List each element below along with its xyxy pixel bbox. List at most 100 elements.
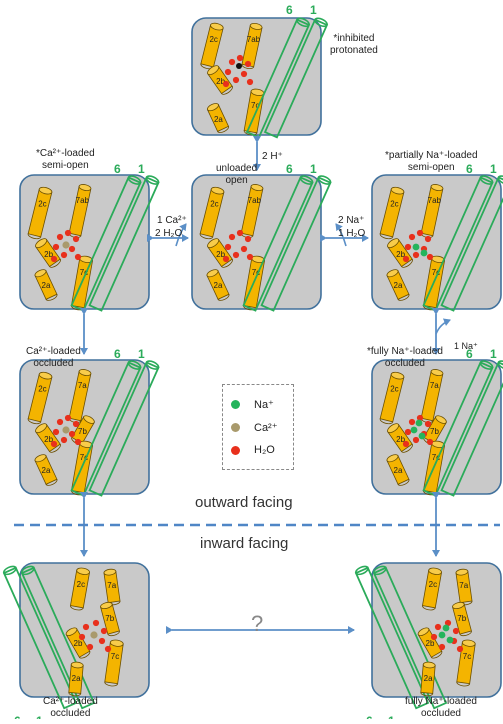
helix-2a-cap	[34, 269, 47, 278]
tm6-label: 6	[114, 162, 121, 176]
helix-2a-base	[397, 479, 410, 486]
helix-7c-label: 7c	[432, 268, 440, 277]
helix-2c-label: 2c	[77, 580, 85, 589]
ca-ion	[62, 426, 70, 434]
helix-7b-label: 7b	[105, 614, 114, 623]
helix-2c: 2c	[422, 567, 442, 611]
helix-2a-base	[420, 692, 434, 697]
helix-7c-label: 7c	[111, 652, 119, 661]
legend-item-na: Na⁺	[231, 397, 274, 411]
helix-7c: 7c	[243, 88, 265, 136]
helix-2b-cap	[65, 627, 78, 637]
helix-7b-cap	[83, 415, 95, 424]
proton	[236, 63, 242, 69]
water-molecule	[56, 418, 64, 426]
water-molecule	[52, 428, 60, 436]
helix-2b-base	[78, 651, 91, 659]
legend-item-water: H₂O	[231, 443, 275, 457]
helix-7ab: 7ab	[240, 184, 264, 238]
helix-2a-cap	[206, 269, 219, 278]
tm6-helix-body	[422, 176, 494, 312]
state-label-unloaded-open: unloaded open	[216, 163, 258, 186]
helix-7c-label: 7c	[432, 453, 440, 462]
tm6-helix	[245, 17, 311, 139]
helix-2a-cap	[34, 454, 47, 463]
tm1-helix	[440, 175, 503, 312]
tm6-label: 6	[466, 347, 473, 361]
section-label-outward: outward facing	[195, 494, 293, 511]
helix-7b-label: 7b	[78, 427, 87, 436]
water-molecule	[228, 233, 236, 241]
water-molecule	[452, 627, 460, 635]
transition-label-na-one: 1 Na⁺	[454, 341, 478, 351]
helix-7b-base	[107, 630, 120, 637]
tm1-label: 1	[310, 3, 317, 17]
helix-2a-cap	[386, 454, 399, 463]
helix-2c-base	[379, 233, 394, 240]
helix-2a-label: 2a	[214, 115, 223, 124]
helix-7c-label: 7c	[463, 652, 471, 661]
water-molecule	[402, 440, 410, 448]
tm6-helix-body	[242, 176, 314, 312]
helix-2a-base	[217, 126, 230, 133]
helix-7b-cap	[452, 601, 465, 610]
tm1-helix-cap	[497, 175, 503, 185]
helix-7c-base	[104, 681, 119, 687]
tm6-helix-cap	[296, 17, 310, 28]
water-molecule	[228, 58, 236, 66]
water-molecule	[60, 251, 68, 259]
helix-7c-label: 7c	[252, 268, 260, 277]
helix-2c-label: 2c	[38, 384, 46, 393]
helix-2b-base	[221, 85, 233, 95]
state-label-na-full-occluded-out: *fully Na⁺-loaded occluded	[367, 346, 443, 369]
tm6-helix	[354, 565, 430, 710]
helix-7a-cap	[455, 568, 469, 576]
water-molecule	[72, 420, 80, 428]
tm6-helix	[2, 565, 78, 710]
helix-2c: 2c	[70, 567, 90, 611]
tm1-helix-body	[88, 361, 160, 497]
water-molecule	[244, 235, 252, 243]
helix-2b-cap	[387, 238, 400, 249]
water-molecule	[246, 78, 254, 86]
tm6-helix-body	[422, 361, 494, 497]
helix-2b-cap	[35, 423, 48, 434]
transition-label-unknown: ?	[251, 611, 264, 636]
helix-2c-cap	[38, 371, 53, 380]
helix-7c-base	[243, 130, 258, 136]
helix-7ab-label: 7ab	[76, 196, 90, 205]
water-molecule	[434, 623, 442, 631]
water-molecule	[456, 645, 464, 653]
helix-2c: 2c	[27, 371, 53, 425]
na-ion	[438, 631, 446, 639]
helix-7c-cap	[461, 639, 476, 647]
helix-2a-base	[68, 692, 82, 697]
helix-2a-cap	[206, 103, 219, 112]
water-molecule	[416, 414, 424, 422]
helix-7ab-cap	[78, 184, 92, 191]
water-molecule	[72, 235, 80, 243]
water-molecule	[232, 251, 240, 259]
helix-2a-base	[45, 294, 58, 301]
helix-2a: 2a	[206, 269, 230, 301]
water-molecule	[68, 430, 76, 438]
tm1-helix-cap	[373, 565, 387, 576]
helix-2b-base	[430, 651, 443, 659]
helix-2a-cap	[422, 661, 436, 669]
tm1-label: 1	[490, 162, 497, 176]
water-molecule	[424, 420, 432, 428]
helix-7c-label: 7c	[80, 453, 88, 462]
tm1-helix	[88, 175, 160, 312]
tm1-label: 1	[310, 162, 317, 176]
helix-7ab-label: 7ab	[247, 35, 261, 44]
water-molecule	[60, 436, 68, 444]
release-arrow-ca	[175, 223, 187, 247]
tm1-helix-body	[440, 361, 503, 497]
water-molecule	[222, 255, 230, 263]
helix-7c: 7c	[104, 639, 124, 687]
